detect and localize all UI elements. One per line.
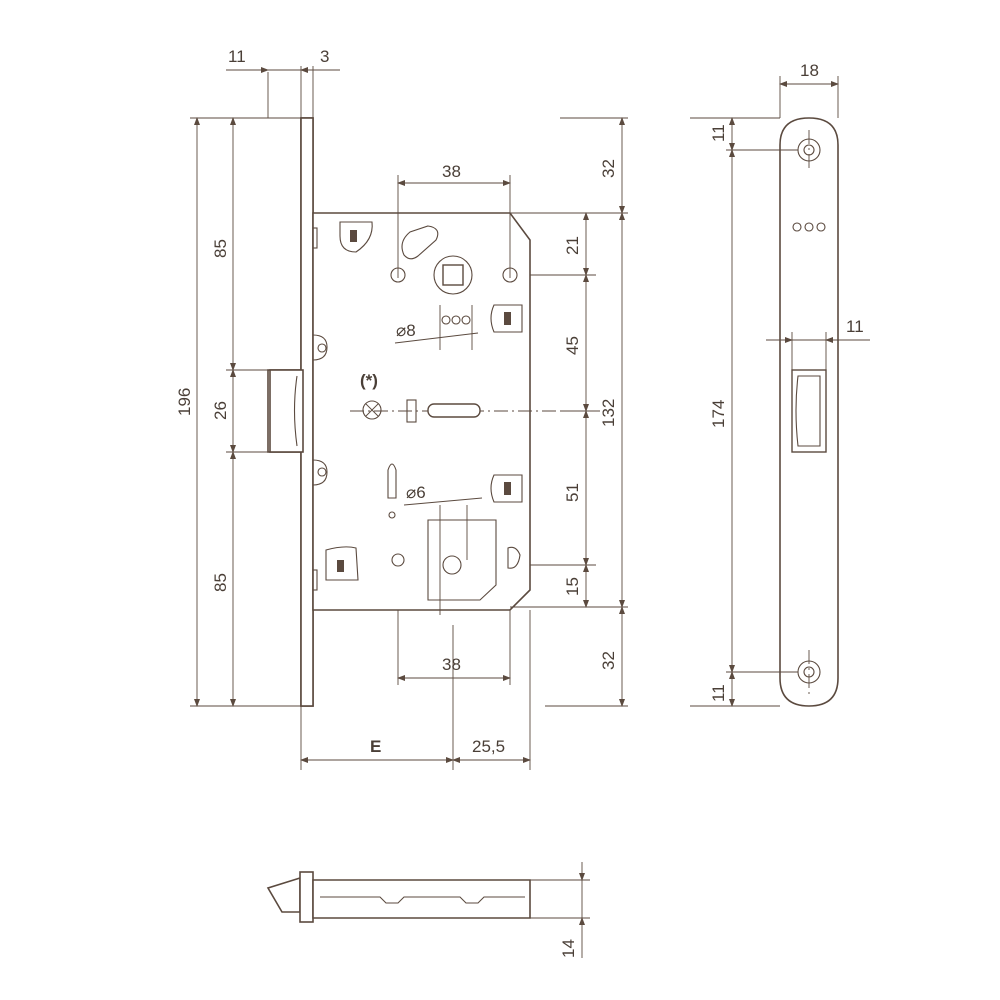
spindle-square [442,264,464,286]
latch-body [312,879,531,919]
dim-faceplate-11-bottom: 11 [709,684,728,702]
latch-bolt [269,369,304,453]
dim-faceplate-11-top: 11 [709,124,728,142]
dim-faceplate-174: 174 [709,400,728,428]
latch-rail [427,403,481,418]
rivet-top-left [339,221,373,253]
hole-diameter-6-label: ⌀6 [406,483,426,502]
dim-faceplate-11-latch: 11 [846,317,864,336]
dim-body-15: 15 [563,577,582,596]
dim-body-38-top: 38 [442,162,461,181]
faceplate-view: 18 11 174 11 11 [690,61,870,707]
dim-body-32-bottom: 32 [599,651,618,670]
rivet-right-upper [490,304,523,333]
rivet-bottom-left [325,546,359,581]
dim-faceplate-18: 18 [800,61,819,80]
dim-body-21: 21 [563,236,582,255]
body-view: ⌀8 (*) ⌀6 38 38 [269,117,628,770]
backset-label: E [370,737,381,756]
dim-body-25-5: 25,5 [472,737,505,756]
note-marker: (*) [360,371,378,390]
dim-side-26: 26 [211,401,230,420]
dim-side-196: 196 [175,388,194,416]
dim-side-11: 11 [228,47,246,66]
cam-screw [362,400,382,420]
dim-body-45: 45 [563,336,582,355]
latch-plate [299,871,314,923]
dim-body-132: 132 [599,399,618,427]
spindle-hub [433,255,473,295]
hole-diameter-8-label: ⌀8 [396,321,416,340]
lock-case [312,212,531,611]
lower-spindle-frame [427,519,497,601]
rivet-right-lower [490,474,523,503]
dim-side-85-lower: 85 [211,573,230,592]
dim-body-51: 51 [563,483,582,502]
dim-body-38-bottom: 38 [442,655,461,674]
dim-latch-14: 14 [559,939,578,958]
latch-bolt-view: 14 [266,862,590,958]
dim-side-85-upper: 85 [211,239,230,258]
dim-side-3: 3 [320,47,329,66]
latch-tip [266,876,301,913]
dim-body-32-top: 32 [599,159,618,178]
